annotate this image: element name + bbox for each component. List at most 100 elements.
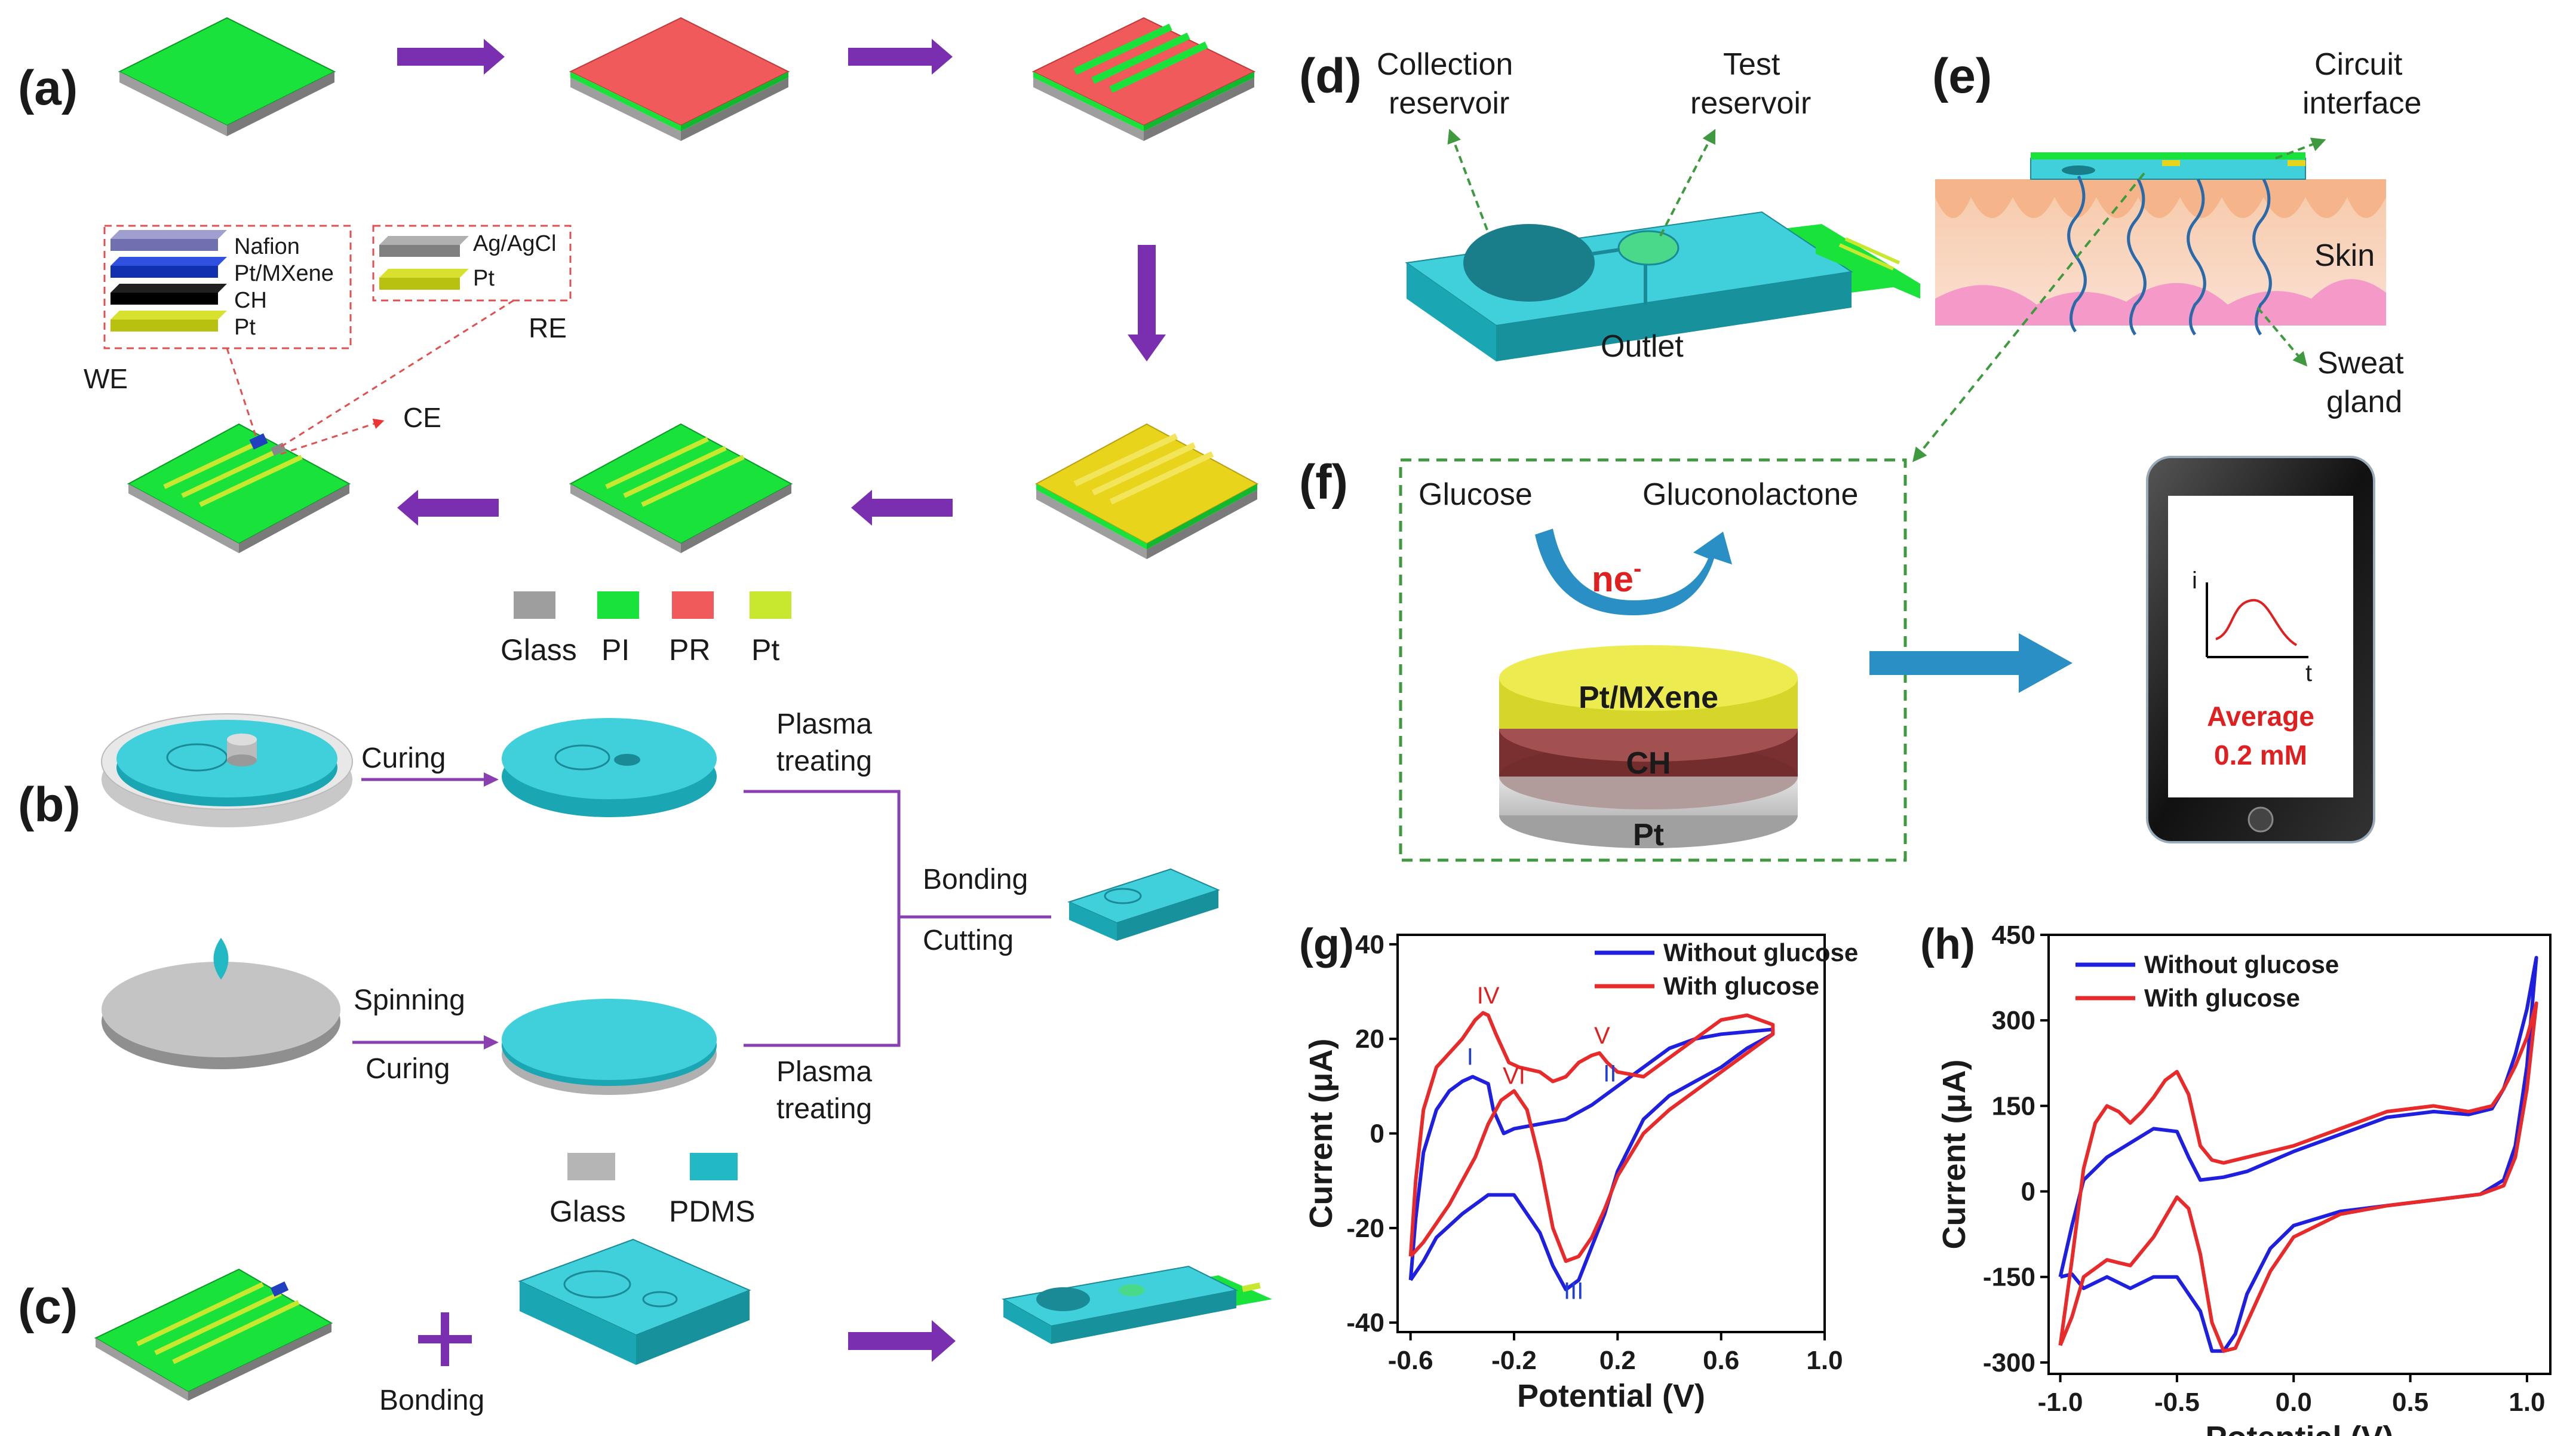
ce-label: CE <box>403 402 441 433</box>
panel-e: (e) Circuit interface Skin Sweat gland <box>1912 47 2421 462</box>
series-line-with-glucose <box>2058 1001 2538 1353</box>
phone-axis-t: t <box>2305 660 2312 686</box>
label-plasma-bot-2: treating <box>776 1093 872 1125</box>
legend-label-pdms: PDMS <box>669 1195 755 1228</box>
we-layer-stack <box>110 230 227 332</box>
peak-annotation: I <box>1467 1044 1473 1070</box>
panel-b: (b) Curing Spinning <box>18 708 1220 1228</box>
label-outlet: Outlet <box>1601 329 1684 364</box>
panel-label-c: (c) <box>18 1279 78 1334</box>
chart-h: -1.0-0.50.00.51.04503001500-150-300Poten… <box>1936 920 2552 1436</box>
x-tick-label: 0.5 <box>2392 1388 2428 1417</box>
legend-label-glass: Glass <box>501 633 577 667</box>
panel-label-g: (g) <box>1299 920 1354 968</box>
bonded-chip <box>1067 868 1220 941</box>
label-collection-2: reservoir <box>1389 86 1509 121</box>
panel-label-f: (f) <box>1299 455 1348 510</box>
phone-average-label: Average <box>2207 701 2314 732</box>
y-tick-label: 40 <box>1355 930 1384 959</box>
label-electron-sup: - <box>1634 556 1641 582</box>
wafer-pt <box>1034 423 1259 559</box>
reaction-arrow <box>1535 529 1732 615</box>
x-tick-label: 0.2 <box>1599 1346 1636 1375</box>
label-glucose: Glucose <box>1419 477 1533 512</box>
peak-annotation: IV <box>1477 983 1500 1009</box>
y-tick-label: 0 <box>2021 1177 2035 1207</box>
leader-collection <box>1447 128 1488 231</box>
pdms-chip-c <box>518 1238 751 1365</box>
panel-label-b: (b) <box>18 778 81 832</box>
wafer-pr <box>569 17 790 141</box>
label-bonding-c: Bonding <box>379 1385 484 1416</box>
label-test-2: reservoir <box>1690 86 1811 121</box>
label-sweat-1: Sweat <box>2317 346 2404 381</box>
legend-swatch-glass <box>514 591 555 619</box>
y-tick-label: 300 <box>1992 1006 2035 1035</box>
legend-text: With glucose <box>1663 972 1819 1000</box>
y-axis-label: Current (μA) <box>1303 1038 1339 1228</box>
microfluidic-device <box>1405 211 1920 361</box>
pdms-disc-top <box>502 718 717 817</box>
panel-d: (d) Collection reservoir Test reservoir … <box>1299 47 1920 364</box>
re-layer-agagcl: Ag/AgCl <box>473 231 556 256</box>
panel-f: (f) Glucose Gluconolactone ne- Pt/MXene … <box>1299 455 2375 862</box>
label-plasma-top-1: Plasma <box>776 708 872 740</box>
collection-reservoir <box>1463 224 1595 302</box>
arrow-down <box>1128 245 1166 361</box>
label-sweat-2: gland <box>2326 385 2402 419</box>
layer-ptmxene: Pt/MXene <box>1579 680 1718 715</box>
legend-label-pi: PI <box>601 633 630 667</box>
leader-circuit <box>2275 137 2326 159</box>
label-electron: ne- <box>1592 556 1641 599</box>
legend-swatch-pr <box>672 591 714 619</box>
test-reservoir <box>1617 230 1680 266</box>
x-tick-label: -1.0 <box>2038 1388 2083 1417</box>
leader-sweat <box>2256 306 2308 367</box>
we-label: WE <box>84 363 128 394</box>
flow-line-top <box>744 790 901 1047</box>
panel-a: (a) <box>18 17 1259 667</box>
arrow-left-1 <box>851 490 953 526</box>
smartphone <box>2146 456 2375 843</box>
glass-wafer <box>102 938 340 1069</box>
pdms-disc-bottom <box>502 999 717 1095</box>
peak-annotation: V <box>1594 1023 1610 1049</box>
y-tick-label: 450 <box>1992 920 2035 950</box>
we-layer-ch: CH <box>234 288 267 313</box>
plot-frame <box>2047 934 2552 1375</box>
y-tick-label: 20 <box>1355 1024 1384 1054</box>
series-line-with-glucose <box>1408 1011 1775 1263</box>
label-bonding: Bonding <box>923 864 1028 895</box>
series-line-without-glucose <box>2058 956 2538 1353</box>
y-tick-label: -40 <box>1346 1308 1384 1337</box>
arrow-right-2 <box>848 39 953 75</box>
we-layer-nafion: Nafion <box>234 234 300 259</box>
re-leader <box>280 299 514 448</box>
skin-cross-section <box>1935 152 2386 336</box>
x-tick-label: 1.0 <box>2509 1388 2545 1417</box>
arrow-curing-head <box>484 772 499 787</box>
wafer-final <box>127 423 351 553</box>
plus-icon <box>418 1312 472 1366</box>
y-tick-label: 150 <box>1992 1091 2035 1121</box>
legend-label-pr: PR <box>669 633 710 667</box>
legend-label-glass-b: Glass <box>549 1195 626 1228</box>
layer-pt: Pt <box>1633 818 1664 852</box>
electrode-stack <box>1499 645 1798 848</box>
x-tick-label: -0.5 <box>2154 1388 2200 1417</box>
label-curing: Curing <box>361 742 446 774</box>
x-axis-label: Potential (V) <box>2205 1420 2393 1436</box>
re-inset-box <box>372 225 572 302</box>
layer-ch: CH <box>1626 746 1671 781</box>
we-layer-ptmxene: Pt/MXene <box>234 261 334 286</box>
series-line-without-glucose <box>1408 1027 1775 1291</box>
arrow-spinning-head <box>484 1035 499 1050</box>
label-gluconolactone: Gluconolactone <box>1642 477 1858 512</box>
legend-swatch-pi <box>597 591 639 619</box>
label-test-1: Test <box>1723 47 1780 82</box>
legend-text: Without glucose <box>2144 950 2339 978</box>
legend-swatch-pt <box>750 591 791 619</box>
y-tick-label: -300 <box>1983 1348 2035 1377</box>
